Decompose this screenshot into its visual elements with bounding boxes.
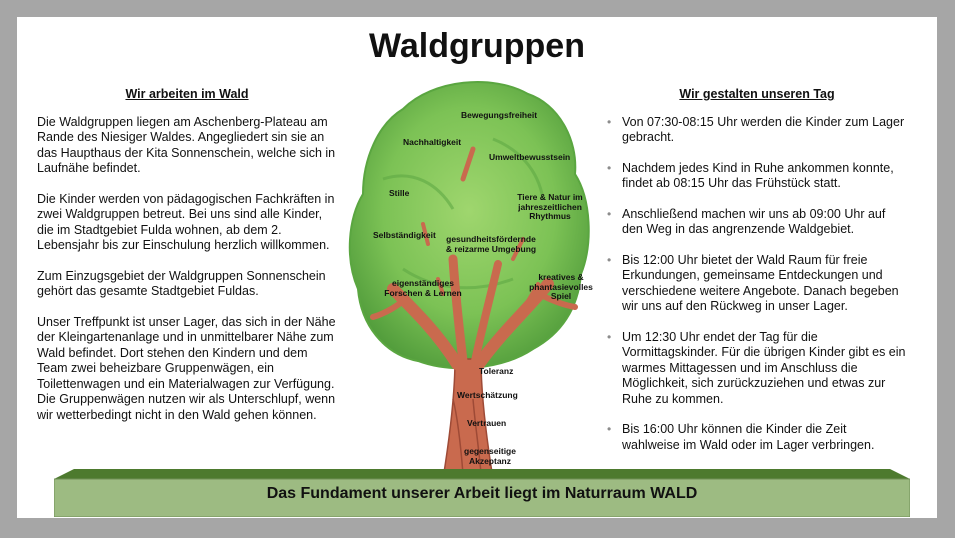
left-paragraph: Die Kinder werden von pädagogischen Fach… <box>37 191 335 253</box>
tree-label: Wertschätzung <box>457 390 518 400</box>
bullet-icon: • <box>607 114 612 129</box>
left-column: Wir arbeiten im Wald Die Waldgruppen lie… <box>37 87 337 438</box>
slide: Waldgruppen Wir arbeiten im Wald Die Wal… <box>17 17 937 518</box>
left-heading: Wir arbeiten im Wald <box>125 87 249 101</box>
tree-label: Vertrauen <box>467 418 507 428</box>
tree-illustration: Bewegungsfreiheit Nachhaltigkeit Umweltb… <box>343 69 593 479</box>
right-column: Wir gestalten unseren Tag • Von 07:30-08:… <box>607 87 907 468</box>
footer-text: Das Fundament unserer Arbeit liegt im Na… <box>266 485 698 502</box>
list-item-text: Von 07:30-08:15 Uhr werden die Kinder zu… <box>622 114 905 145</box>
left-paragraph: Die Gruppenwägen nutzen wir als Untersch… <box>37 392 336 422</box>
list-item-text: Anschließend machen wir uns ab 09:00 Uhr… <box>622 206 886 237</box>
list-item-text: Bis 12:00 Uhr bietet der Wald Raum für f… <box>622 252 899 314</box>
tree-crown <box>348 81 590 370</box>
list-item: • Anschließend machen wir uns ab 09:00 Uh… <box>607 207 907 238</box>
tree-label: gesundheitsfördernde & reizarme Umgebung <box>445 234 537 254</box>
bullet-icon: • <box>607 206 612 221</box>
left-paragraph: Die Waldgruppen liegen am Aschenberg-Pla… <box>37 114 336 176</box>
list-item: • Bis 12:00 Uhr bietet der Wald Raum für … <box>607 253 907 315</box>
bullet-icon: • <box>607 422 612 436</box>
bullet-icon: • <box>607 252 612 267</box>
left-paragraph: Zum Einzugsgebiet der Waldgruppen Sonnen… <box>37 268 326 299</box>
list-item-text: Nachdem jedes Kind in Ruhe ankommen konn… <box>622 160 894 191</box>
ground-banner: Das Fundament unserer Arbeit liegt im Na… <box>54 469 910 517</box>
right-heading: Wir gestalten unseren Tag <box>679 87 835 101</box>
tree-label: Selbständigkeit <box>373 230 436 240</box>
tree-label: Nachhaltigkeit <box>403 137 462 147</box>
page-title: Waldgruppen <box>369 27 585 65</box>
tree-graphic <box>348 81 590 479</box>
list-item: • Um 12:30 Uhr endet der Tag für die Vorm… <box>607 330 907 408</box>
tree-label: Tiere & Natur im jahreszeitlichen Rhythm… <box>517 192 583 221</box>
list-item: • Bis 16:00 Uhr können die Kinder die Zei… <box>607 422 907 453</box>
list-item: • Von 07:30-08:15 Uhr werden die Kinder z… <box>607 115 907 146</box>
list-item-text: Bis 16:00 Uhr können die Kinder die Zeit… <box>622 422 875 452</box>
left-paragraph: Unser Treffpunkt ist unser Lager, das si… <box>37 314 336 391</box>
tree-label: Bewegungsfreiheit <box>461 110 538 120</box>
tree-label: kreatives & phantasievolles Spiel <box>529 272 593 301</box>
tree-label: Stille <box>389 188 410 198</box>
list-item: • Nachdem jedes Kind in Ruhe ankommen kon… <box>607 161 907 192</box>
bullet-icon: • <box>607 329 612 344</box>
bullet-icon: • <box>607 160 612 175</box>
tree-label: Toleranz <box>479 366 514 376</box>
tree-label: Umweltbewusstsein <box>489 152 571 162</box>
ground-shape <box>54 469 910 517</box>
schedule-list: • Von 07:30-08:15 Uhr werden die Kinder z… <box>607 115 907 454</box>
tree-label: gegenseitige Akzeptanz <box>464 446 516 466</box>
tree-label: eigenständiges Forschen & Lernen <box>384 278 462 298</box>
list-item-text: Um 12:30 Uhr endet der Tag für die Vormi… <box>622 329 906 406</box>
